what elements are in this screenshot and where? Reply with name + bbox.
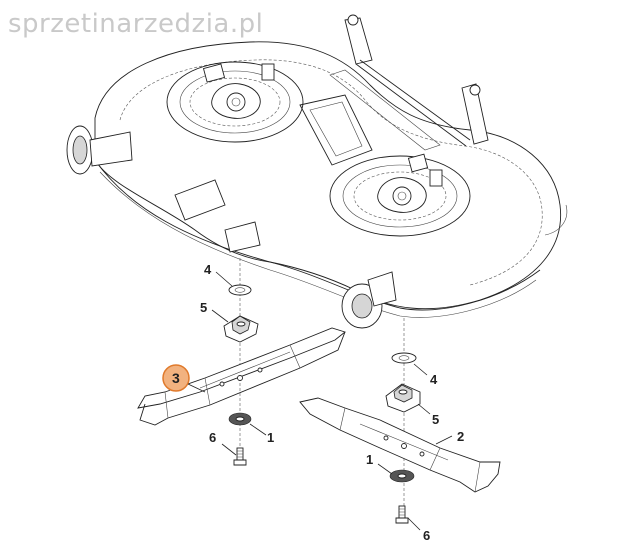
callout-washer-left[interactable]: 4 xyxy=(204,262,212,277)
blade-hub-left xyxy=(223,315,259,343)
callout-blade-right[interactable]: 2 xyxy=(457,429,464,444)
anti-scalp-wheel-left xyxy=(66,125,133,175)
watermark-text: sprzetinarzedzia.pl xyxy=(8,9,263,39)
callout-flange-right[interactable]: 1 xyxy=(366,452,373,467)
callout-hub-left[interactable]: 5 xyxy=(200,300,207,315)
callout-bolt-left[interactable]: 6 xyxy=(209,430,216,445)
callout-flange-left[interactable]: 1 xyxy=(267,430,274,445)
mower-blade-left xyxy=(137,327,346,426)
callout-highlight-blade-left[interactable] xyxy=(162,364,190,392)
callout-bolt-right[interactable]: 6 xyxy=(423,528,430,543)
blade-bolt-right xyxy=(395,505,409,524)
callout-hub-right[interactable]: 5 xyxy=(432,412,439,427)
mower-deck xyxy=(66,14,568,329)
blade-flange-left xyxy=(228,412,252,426)
blade-flange-right xyxy=(389,469,415,483)
blade-bolt-left xyxy=(233,447,247,466)
washer-right xyxy=(391,352,417,364)
callout-washer-right[interactable]: 4 xyxy=(430,372,438,387)
anti-scalp-wheel-right xyxy=(341,271,397,329)
mower-blade-right xyxy=(299,397,501,493)
washer-left xyxy=(228,284,252,296)
blade-hub-right xyxy=(385,383,421,413)
callout-blade-left[interactable]: 3 xyxy=(172,370,180,386)
